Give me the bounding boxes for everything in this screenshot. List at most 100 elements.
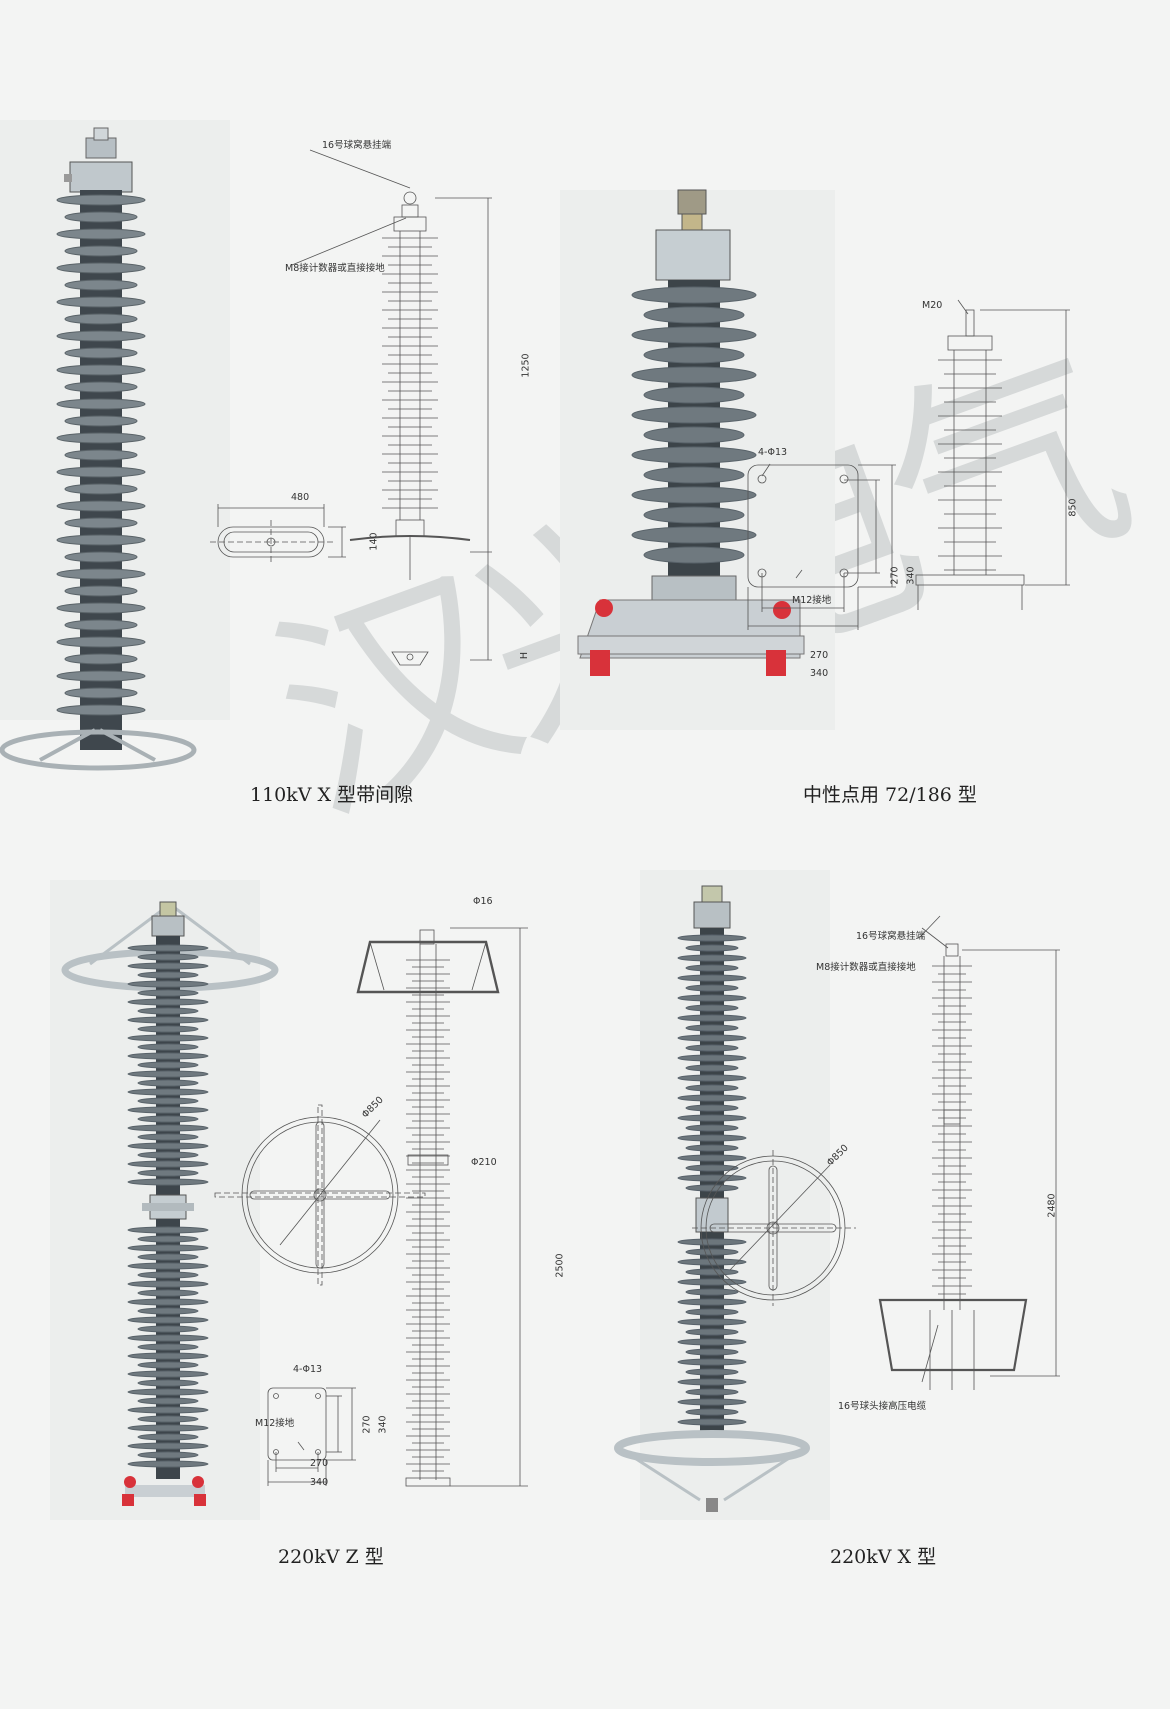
insulator-shed — [64, 415, 138, 427]
insulator-shed — [56, 228, 146, 240]
insulator-shed — [137, 953, 199, 961]
dim-inner-width: 270 — [310, 1458, 329, 1469]
insulator-shed — [643, 466, 745, 484]
photo-220x-arrester — [614, 885, 810, 1512]
insulator-shed — [56, 602, 146, 614]
insulator-shed — [127, 1124, 209, 1132]
insulator-shed — [685, 964, 739, 972]
dim-outer-width: 340 — [810, 668, 829, 679]
dim-outer-width: 340 — [310, 1477, 329, 1488]
insulator-shed — [677, 1094, 747, 1102]
insulator-shed — [127, 1352, 209, 1360]
label-ball-head: 16号球头接高压电缆 — [838, 1401, 927, 1412]
insulator-shed — [137, 1433, 199, 1441]
insulator-shed — [631, 326, 757, 344]
insulator-shed — [685, 1328, 739, 1336]
insulator-shed — [127, 980, 209, 988]
dim-height-2480: 2480 — [1046, 1193, 1058, 1218]
insulator-shed — [677, 1074, 747, 1082]
insulator-shed — [137, 1169, 199, 1177]
insulator-shed — [137, 1343, 199, 1351]
insulator-shed — [677, 1338, 747, 1346]
insulator-shed — [685, 1004, 739, 1012]
insulator-shed — [685, 1024, 739, 1032]
insulator-shed — [137, 1133, 199, 1141]
caption-220kv-x: 220kV X 型 — [830, 1546, 937, 1568]
label-m8-ground: M8接计数器或直接接地 — [285, 263, 385, 274]
drawing-110kv-outline — [210, 149, 492, 666]
label-phi210: Φ210 — [471, 1157, 497, 1168]
panel-220kv-x: 16号球窝悬挂端 M8接计数器或直接接地 Φ850 2480 16号球头接高压电… — [600, 870, 1170, 1580]
insulator-shed — [137, 1115, 199, 1123]
insulator-shed — [137, 971, 199, 979]
insulator-shed — [677, 974, 747, 982]
insulator-shed — [631, 406, 757, 424]
insulator-shed — [64, 687, 138, 699]
insulator-shed — [64, 449, 138, 461]
caption-220kv-z: 220kV Z 型 — [278, 1546, 384, 1568]
label-ball-socket: 16号球窝悬挂端 — [322, 140, 392, 151]
dim-h: H — [519, 651, 531, 660]
insulator-shed — [643, 306, 745, 324]
insulator-shed — [127, 1316, 209, 1324]
insulator-shed — [127, 1178, 209, 1186]
insulator-shed — [685, 1408, 739, 1416]
label-ball-socket: 16号球窝悬挂端 — [856, 931, 926, 942]
insulator-shed — [685, 984, 739, 992]
insulator-shed — [677, 994, 747, 1002]
dim-height-1250: 1250 — [520, 353, 532, 378]
insulator-shed — [677, 934, 747, 942]
insulator-shed — [137, 1025, 199, 1033]
insulator-shed — [677, 1154, 747, 1162]
insulator-shed — [127, 1406, 209, 1414]
insulator-shed — [685, 1164, 739, 1172]
insulator-shed — [56, 466, 146, 478]
insulator-shed — [127, 1388, 209, 1396]
insulator-shed — [56, 398, 146, 410]
insulator-shed — [64, 551, 138, 563]
insulator-shed — [56, 704, 146, 716]
insulator-shed — [643, 386, 745, 404]
insulator-shed — [137, 1253, 199, 1261]
insulator-shed — [677, 1114, 747, 1122]
label-holes: 4-Φ13 — [758, 447, 788, 458]
insulator-shed — [64, 313, 138, 325]
insulator-shed — [137, 1289, 199, 1297]
drawing-220z-outline — [214, 927, 528, 1487]
insulator-shed — [137, 1043, 199, 1051]
insulator-shed — [685, 1184, 739, 1192]
insulator-shed — [127, 1280, 209, 1288]
insulator-shed — [56, 330, 146, 342]
insulator-shed — [137, 1061, 199, 1069]
insulator-shed — [643, 346, 745, 364]
insulator-shed — [64, 517, 138, 529]
caption-neutral: 中性点用 72/186 型 — [803, 784, 977, 806]
insulator-shed — [127, 1052, 209, 1060]
insulator-shed — [127, 1142, 209, 1150]
insulator-shed — [677, 1258, 747, 1266]
label-m20: M20 — [922, 300, 943, 311]
insulator-shed — [643, 506, 745, 524]
insulator-shed — [631, 286, 757, 304]
insulator-shed — [677, 1134, 747, 1142]
insulator-shed — [127, 1298, 209, 1306]
insulator-shed — [64, 619, 138, 631]
insulator-shed — [685, 1308, 739, 1316]
insulator-shed — [127, 962, 209, 970]
insulator-shed — [56, 568, 146, 580]
insulator-shed — [56, 534, 146, 546]
label-holes: 4-Φ13 — [293, 1364, 323, 1375]
insulator-shed — [631, 486, 757, 504]
label-m12-ground: M12接地 — [792, 595, 832, 606]
insulator-shed — [685, 1104, 739, 1112]
insulator-shed — [677, 1034, 747, 1042]
insulator-shed — [137, 1271, 199, 1279]
insulator-shed — [127, 1424, 209, 1432]
insulator-shed — [127, 998, 209, 1006]
insulator-shed — [127, 1442, 209, 1450]
insulator-shed — [643, 546, 745, 564]
insulator-shed — [685, 1248, 739, 1256]
insulator-shed — [64, 483, 138, 495]
insulator-shed — [631, 446, 757, 464]
insulator-shed — [677, 1054, 747, 1062]
